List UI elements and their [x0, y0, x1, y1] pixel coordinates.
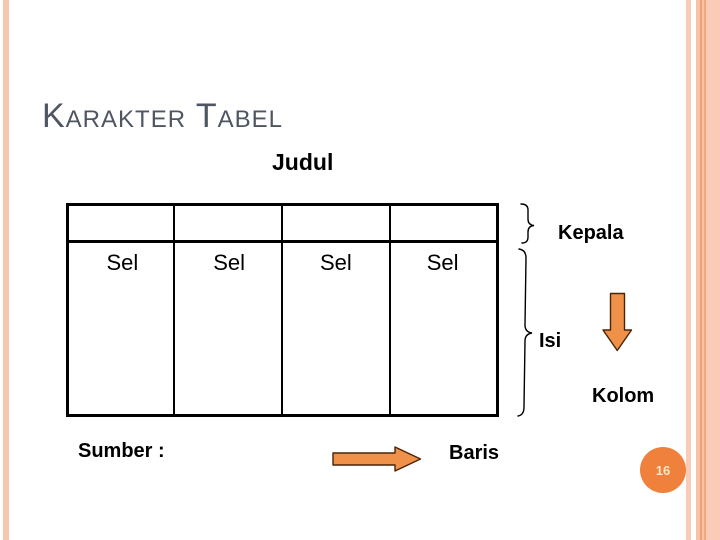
baris-label: Baris — [449, 442, 500, 464]
right-accent-stripe — [700, 0, 702, 540]
judul-label: Judul — [272, 149, 334, 175]
kepala-label: Kepala — [558, 222, 624, 244]
kolom-label: Kolom — [592, 385, 655, 407]
column-divider — [173, 206, 175, 414]
right-accent-stripe — [686, 0, 691, 540]
right-accent-stripe — [696, 0, 700, 540]
left-accent-stripe — [3, 0, 9, 540]
page-number: 16 — [655, 462, 671, 478]
page-number-badge: 16 — [640, 447, 686, 493]
cell-label-row: Sel Sel Sel Sel — [69, 250, 496, 276]
curly-brace-icon — [517, 203, 535, 417]
right-arrow-icon — [332, 446, 422, 472]
right-accent-stripe — [706, 0, 720, 540]
kepala-brace — [520, 203, 535, 244]
cell-label: Sel — [426, 250, 459, 275]
sumber-label: Sumber : — [78, 440, 165, 462]
cell-label: Sel — [106, 250, 139, 275]
slide-title: Karakter Tabel — [42, 96, 284, 135]
isi-brace — [517, 248, 533, 417]
right-accent-stripe — [704, 0, 706, 540]
down-arrow-icon — [602, 292, 633, 352]
column-divider — [389, 206, 391, 414]
cell-label: Sel — [319, 250, 352, 275]
right-accent-stripe — [702, 0, 704, 540]
column-divider — [281, 206, 283, 414]
cell-label: Sel — [213, 250, 246, 275]
header-divider — [69, 240, 496, 243]
table-diagram: Sel Sel Sel Sel — [66, 203, 499, 417]
isi-label: Isi — [539, 330, 562, 352]
